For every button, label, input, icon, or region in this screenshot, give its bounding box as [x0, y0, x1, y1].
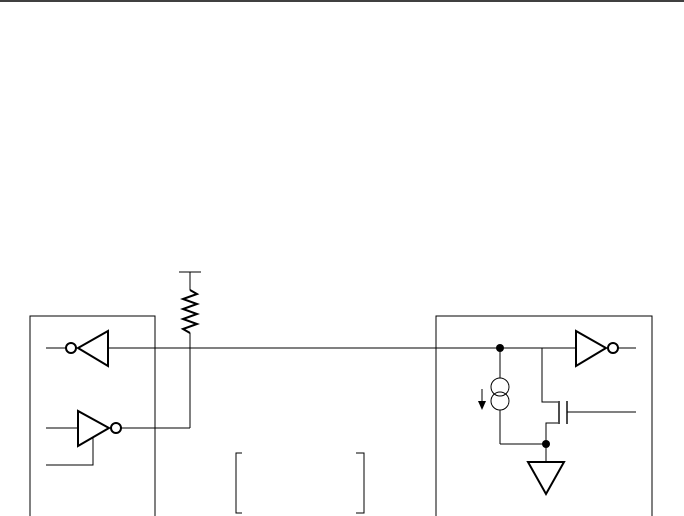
right-chip-block — [435, 315, 653, 516]
inverter-bubble — [65, 342, 77, 354]
inverter-triangle — [76, 329, 109, 368]
right-bracket — [356, 452, 365, 514]
driver-bubble — [110, 422, 122, 434]
driver-enable-wire — [46, 437, 94, 466]
transistor-source-wire — [545, 422, 558, 444]
left-chip-block — [29, 315, 156, 516]
current-arrow-head — [478, 401, 486, 410]
receiver-triangle — [575, 329, 608, 368]
current-source-circle-top — [490, 377, 510, 397]
current-source — [478, 348, 510, 444]
receiver-bubble — [607, 342, 619, 354]
pull-up-resistor — [179, 271, 201, 348]
left-bracket — [235, 452, 242, 514]
center-bracket-box — [235, 452, 365, 514]
receiver-buffer — [575, 329, 636, 368]
ground-symbol — [526, 461, 566, 497]
nmos-transistor — [541, 348, 636, 444]
input-inverter — [46, 329, 109, 368]
resistor-zigzag — [180, 289, 200, 334]
current-source-circle-bottom — [490, 391, 510, 411]
output-driver — [46, 348, 191, 466]
transistor-drain-wire — [541, 348, 558, 403]
